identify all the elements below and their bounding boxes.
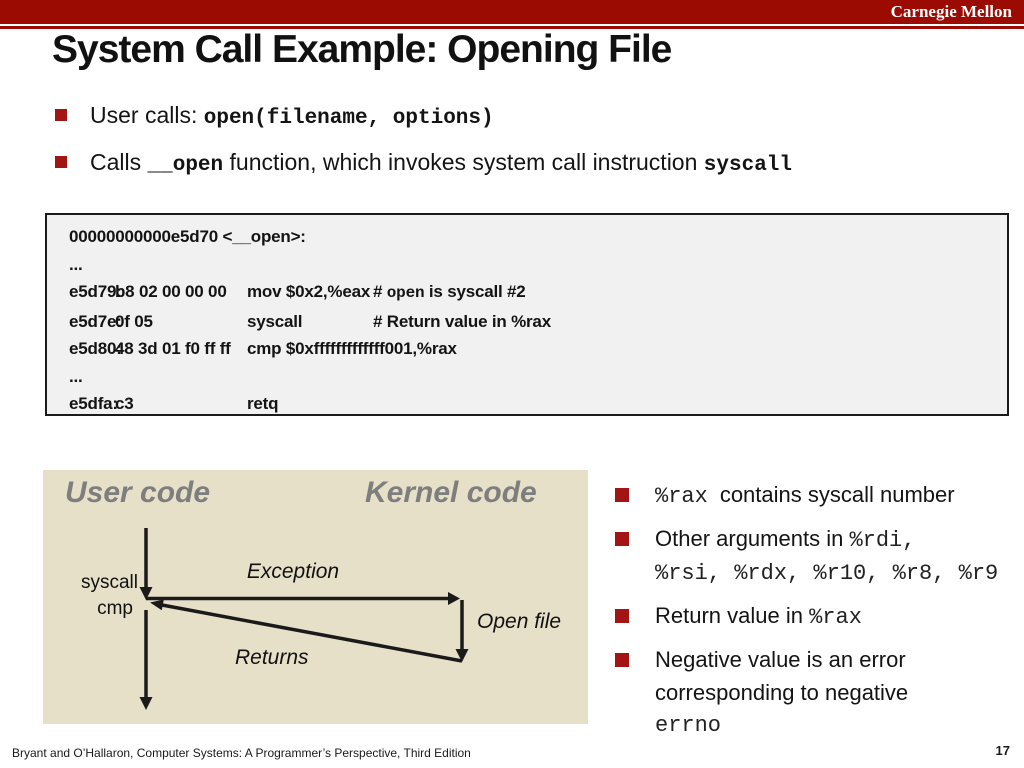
- bullet-text: Return value in %rax: [655, 603, 862, 630]
- code-line: ...: [69, 366, 83, 386]
- user-code-label: User code: [65, 476, 211, 509]
- bullet-square-icon: [55, 109, 67, 121]
- code-line: 00000000000e5d70 <__open>:: [69, 227, 306, 246]
- list-item: Other arguments in %rdi,%rsi, %rdx, %r10…: [615, 522, 1020, 590]
- kernel-code-label: Kernel code: [365, 476, 537, 509]
- list-item: User calls: open(filename, options): [55, 102, 975, 130]
- list-item: Calls __open function, which invokes sys…: [55, 149, 975, 177]
- page-title: System Call Example: Opening File: [52, 28, 672, 71]
- bullet-square-icon: [55, 156, 67, 168]
- code-inline: open: [386, 284, 425, 302]
- bullet-text: User calls: open(filename, options): [90, 102, 494, 130]
- cmp-label: cmp: [97, 598, 133, 619]
- bullet-square-icon: [615, 532, 629, 546]
- syscall-label: syscall: [80, 572, 138, 593]
- open-file-label: Open file: [477, 610, 562, 633]
- list-item: Return value in %rax: [615, 599, 1020, 634]
- bullet-square-icon: [615, 609, 629, 623]
- register-inline: %rdi,: [849, 528, 916, 553]
- returns-label: Returns: [235, 646, 309, 669]
- bullet-square-icon: [615, 488, 629, 502]
- code-inline: open(filename, options): [203, 107, 494, 130]
- bullet-text: Calls __open function, which invokes sys…: [90, 149, 793, 177]
- brand-text: Carnegie Mellon: [890, 2, 1012, 21]
- bullet-text: Other arguments in %rdi,%rsi, %rdx, %r10…: [655, 522, 998, 590]
- register-inline: %rax: [809, 605, 862, 630]
- code-inline: syscall: [703, 154, 793, 177]
- code-line: ...: [69, 254, 83, 274]
- disassembly-code-box: 00000000000e5d70 <__open>: ... e5d79:b8 …: [45, 213, 1009, 416]
- top-bullet-list: User calls: open(filename, options) Call…: [55, 102, 975, 196]
- code-inline: __open: [147, 154, 224, 177]
- exception-label: Exception: [246, 560, 340, 583]
- header-divider: [0, 26, 1024, 29]
- header-bar: Carnegie Mellon: [0, 0, 1024, 24]
- syscall-diagram: User code Kernel code syscall cmp Except…: [43, 470, 588, 724]
- register-inline: %rsi, %rdx, %r10, %r8, %r9: [655, 561, 999, 586]
- footer-citation: Bryant and O’Hallaron, Computer Systems:…: [12, 746, 471, 760]
- diagram-arrows: [139, 528, 469, 710]
- register-inline: %rax: [655, 484, 708, 509]
- bullet-square-icon: [615, 653, 629, 667]
- register-inline: errno: [655, 713, 722, 738]
- page-number: 17: [995, 743, 1010, 758]
